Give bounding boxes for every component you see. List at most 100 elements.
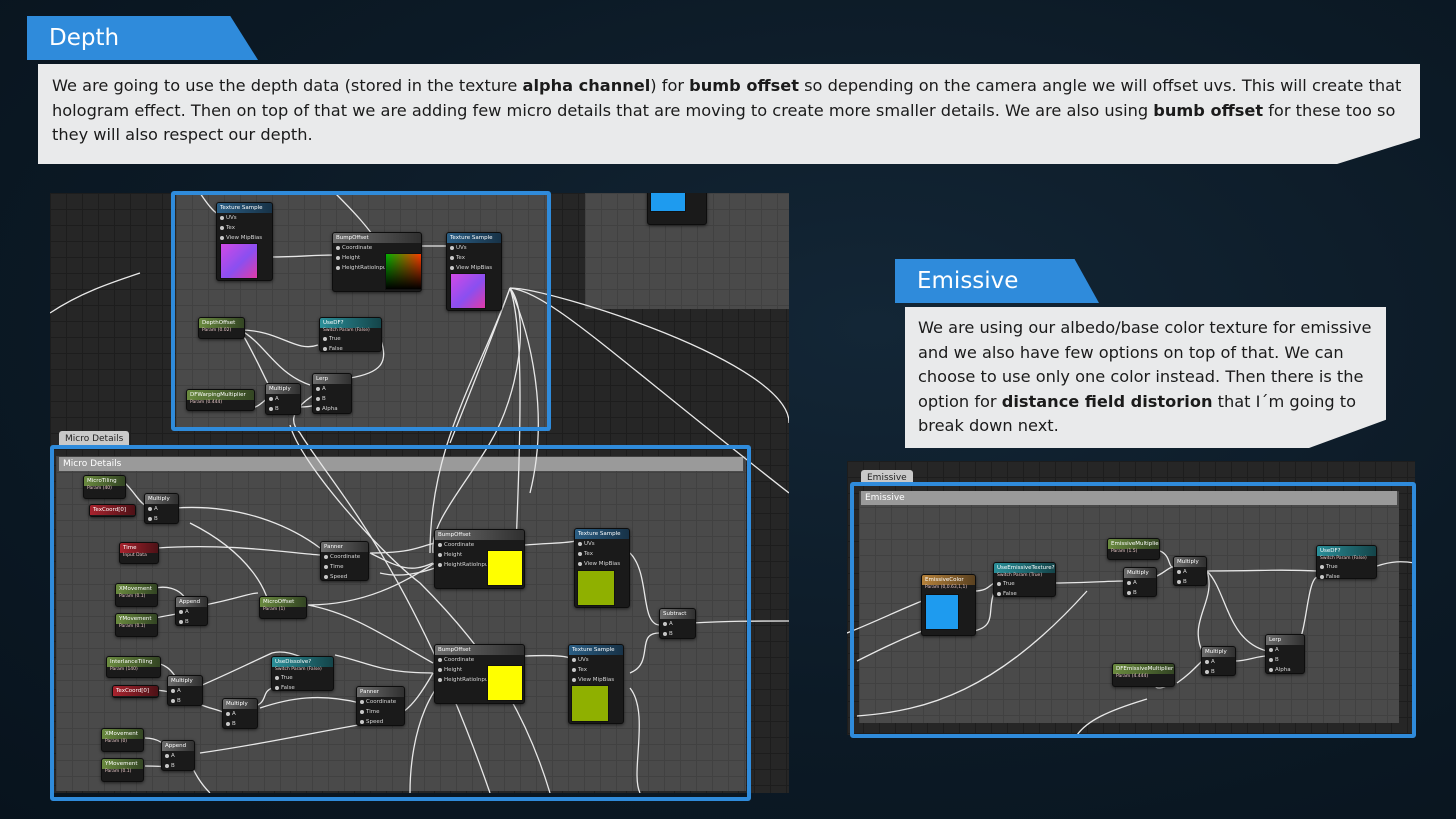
pin-b[interactable]: B bbox=[145, 514, 178, 524]
node-append[interactable]: Append A B bbox=[175, 596, 208, 626]
pin-b[interactable]: B bbox=[176, 617, 207, 627]
pin-view-mipbias[interactable]: View MipBias bbox=[569, 675, 623, 685]
node-texcoord[interactable]: TexCoord[0] bbox=[112, 685, 159, 698]
pin-speed[interactable]: Speed bbox=[321, 572, 368, 582]
node-bump-offset[interactable]: BumpOffset Coordinate Height HeightRatio… bbox=[332, 232, 422, 292]
node-texcoord[interactable]: TexCoord[0] bbox=[89, 504, 136, 517]
pin-heightratioinput[interactable]: HeightRatioInput bbox=[435, 560, 524, 570]
pin-time[interactable]: Time bbox=[357, 707, 404, 717]
pin-alpha[interactable]: Alpha bbox=[313, 404, 351, 414]
pin-view-mipbias[interactable]: View MipBias bbox=[217, 233, 272, 243]
pin-uvs[interactable]: UVs bbox=[575, 539, 629, 549]
node-time[interactable]: Time Input Data bbox=[119, 542, 159, 564]
pin-b[interactable]: B bbox=[660, 629, 695, 639]
node-param-micro-tiling[interactable]: MicroTiling Param (40) bbox=[83, 475, 126, 499]
pin-speed[interactable]: Speed bbox=[357, 717, 404, 727]
node-param-df-warping[interactable]: DFWarpingMultiplier Param (0.444) bbox=[186, 389, 255, 411]
node-bump-offset[interactable]: BumpOffset Coordinate Height HeightRatio… bbox=[434, 644, 525, 704]
pin-b[interactable]: B bbox=[266, 404, 300, 414]
pin-true[interactable]: True bbox=[272, 673, 333, 683]
pin-tex[interactable]: Tex bbox=[217, 223, 272, 233]
node-multiply[interactable]: Multiply A B bbox=[1173, 556, 1207, 586]
node-multiply[interactable]: Multiply A B bbox=[167, 675, 203, 706]
node-param-x-movement[interactable]: XMovement Param (0) bbox=[101, 728, 144, 752]
node-param-df-emissive-multiplier[interactable]: DFEmissiveMultiplier Param (4.444) bbox=[1112, 663, 1175, 687]
pin-b[interactable]: B bbox=[1174, 577, 1206, 587]
pin-a[interactable]: A bbox=[162, 751, 194, 761]
pin-false[interactable]: False bbox=[1317, 572, 1376, 582]
node-lerp[interactable]: Lerp A B Alpha bbox=[312, 373, 352, 414]
node-switch-use-dissolve[interactable]: UseDissolve? Switch Param (False) True F… bbox=[271, 656, 334, 691]
pin-height[interactable]: Height bbox=[333, 253, 421, 263]
emissive-comment-header[interactable]: Emissive bbox=[861, 491, 1397, 505]
node-param-x-movement[interactable]: XMovement Param (0.1) bbox=[115, 583, 158, 607]
node-lerp[interactable]: Lerp A B Alpha bbox=[1265, 634, 1305, 674]
node-multiply[interactable]: Multiply A B bbox=[144, 493, 179, 524]
pin-heightratioinput[interactable]: HeightRatioInput bbox=[435, 675, 524, 685]
node-param-emissive-color[interactable]: EmissiveColor Param (0,0.63,1,1) bbox=[921, 574, 976, 636]
pin-a[interactable]: A bbox=[1202, 657, 1235, 667]
pin-coordinate[interactable]: Coordinate bbox=[333, 243, 421, 253]
pin-uvs[interactable]: UVs bbox=[447, 243, 501, 253]
pin-b[interactable]: B bbox=[1202, 667, 1235, 677]
pin-uvs[interactable]: UVs bbox=[569, 655, 623, 665]
node-param-micro-offset[interactable]: MicroOffset Param (1) bbox=[259, 596, 307, 619]
pin-b[interactable]: B bbox=[1266, 655, 1304, 665]
pin-coordinate[interactable]: Coordinate bbox=[435, 540, 524, 550]
node-param-depth-offset[interactable]: DepthOffset Param (0.02) bbox=[198, 317, 245, 339]
pin-b[interactable]: B bbox=[162, 761, 194, 771]
node-bump-offset[interactable]: BumpOffset Coordinate Height HeightRatio… bbox=[434, 529, 525, 589]
node-texture-sample[interactable]: Texture Sample UVs Tex View MipBias bbox=[216, 202, 273, 281]
material-graph-emissive[interactable]: Emissive Emissive EmissiveColor Param (0… bbox=[847, 461, 1415, 735]
pin-tex[interactable]: Tex bbox=[569, 665, 623, 675]
pin-b[interactable]: B bbox=[1124, 588, 1156, 598]
node-panner[interactable]: Panner Coordinate Time Speed bbox=[356, 686, 405, 726]
pin-b[interactable]: B bbox=[223, 719, 257, 729]
node-param-y-movement[interactable]: YMovement Param (0.1) bbox=[101, 758, 144, 782]
pin-tex[interactable]: Tex bbox=[447, 253, 501, 263]
pin-view-mipbias[interactable]: View MipBias bbox=[447, 263, 501, 273]
node-switch-use-emissive-texture[interactable]: UseEmissiveTexture? Switch Param (True) … bbox=[993, 562, 1056, 597]
pin-true[interactable]: True bbox=[1317, 562, 1376, 572]
node-param-y-movement[interactable]: YMovement Param (0.1) bbox=[115, 613, 158, 637]
pin-false[interactable]: False bbox=[994, 589, 1055, 599]
micro-details-comment-tab[interactable]: Micro Details bbox=[59, 431, 130, 447]
pin-time[interactable]: Time bbox=[321, 562, 368, 572]
pin-a[interactable]: A bbox=[660, 619, 695, 629]
node-switch-use-df[interactable]: UseDF? Switch Param (False) True False bbox=[1316, 545, 1377, 582]
micro-details-comment-header[interactable]: Micro Details bbox=[59, 457, 743, 471]
pin-tex[interactable]: Tex bbox=[575, 549, 629, 559]
node-multiply[interactable]: Multiply A B bbox=[1123, 567, 1157, 597]
pin-false[interactable]: False bbox=[272, 683, 333, 693]
pin-b[interactable]: B bbox=[168, 696, 202, 706]
pin-view-mipbias[interactable]: View MipBias bbox=[575, 559, 629, 569]
pin-a[interactable]: A bbox=[1266, 645, 1304, 655]
pin-height[interactable]: Height bbox=[435, 550, 524, 560]
pin-alpha[interactable]: Alpha bbox=[1266, 665, 1304, 675]
node-texture-sample[interactable]: Texture Sample UVs Tex View MipBias bbox=[446, 232, 502, 311]
pin-coordinate[interactable]: Coordinate bbox=[357, 697, 404, 707]
pin-a[interactable]: A bbox=[176, 607, 207, 617]
pin-a[interactable]: A bbox=[266, 394, 300, 404]
pin-true[interactable]: True bbox=[320, 334, 381, 344]
pin-a[interactable]: A bbox=[145, 504, 178, 514]
node-param-interlance-tiling[interactable]: InterlanceTiling Param (140) bbox=[106, 656, 161, 678]
pin-a[interactable]: A bbox=[1124, 578, 1156, 588]
node-panner[interactable]: Panner Coordinate Time Speed bbox=[320, 541, 369, 581]
node-texture-sample[interactable]: Texture Sample UVs Tex View MipBias bbox=[568, 644, 624, 724]
pin-height[interactable]: Height bbox=[435, 665, 524, 675]
pin-b[interactable]: B bbox=[313, 394, 351, 404]
pin-a[interactable]: A bbox=[223, 709, 257, 719]
pin-uvs[interactable]: UVs bbox=[217, 213, 272, 223]
node-multiply[interactable]: Multiply A B bbox=[222, 698, 258, 729]
node-switch-use-df[interactable]: UseDF? Switch Param (False) True False bbox=[319, 317, 382, 352]
pin-a[interactable]: A bbox=[1174, 567, 1206, 577]
material-graph-depth[interactable]: Micro Details Micro Details bbox=[50, 193, 789, 793]
pin-a[interactable]: A bbox=[313, 384, 351, 394]
pin-false[interactable]: False bbox=[320, 344, 381, 354]
node-partial-vector[interactable] bbox=[647, 193, 707, 225]
node-param-emissive-multiplier[interactable]: EmissiveMultiplier Param (1.5) bbox=[1107, 538, 1160, 560]
node-texture-sample[interactable]: Texture Sample UVs Tex View MipBias bbox=[574, 528, 630, 608]
pin-heightratioinput[interactable]: HeightRatioInput bbox=[333, 263, 421, 273]
pin-true[interactable]: True bbox=[994, 579, 1055, 589]
